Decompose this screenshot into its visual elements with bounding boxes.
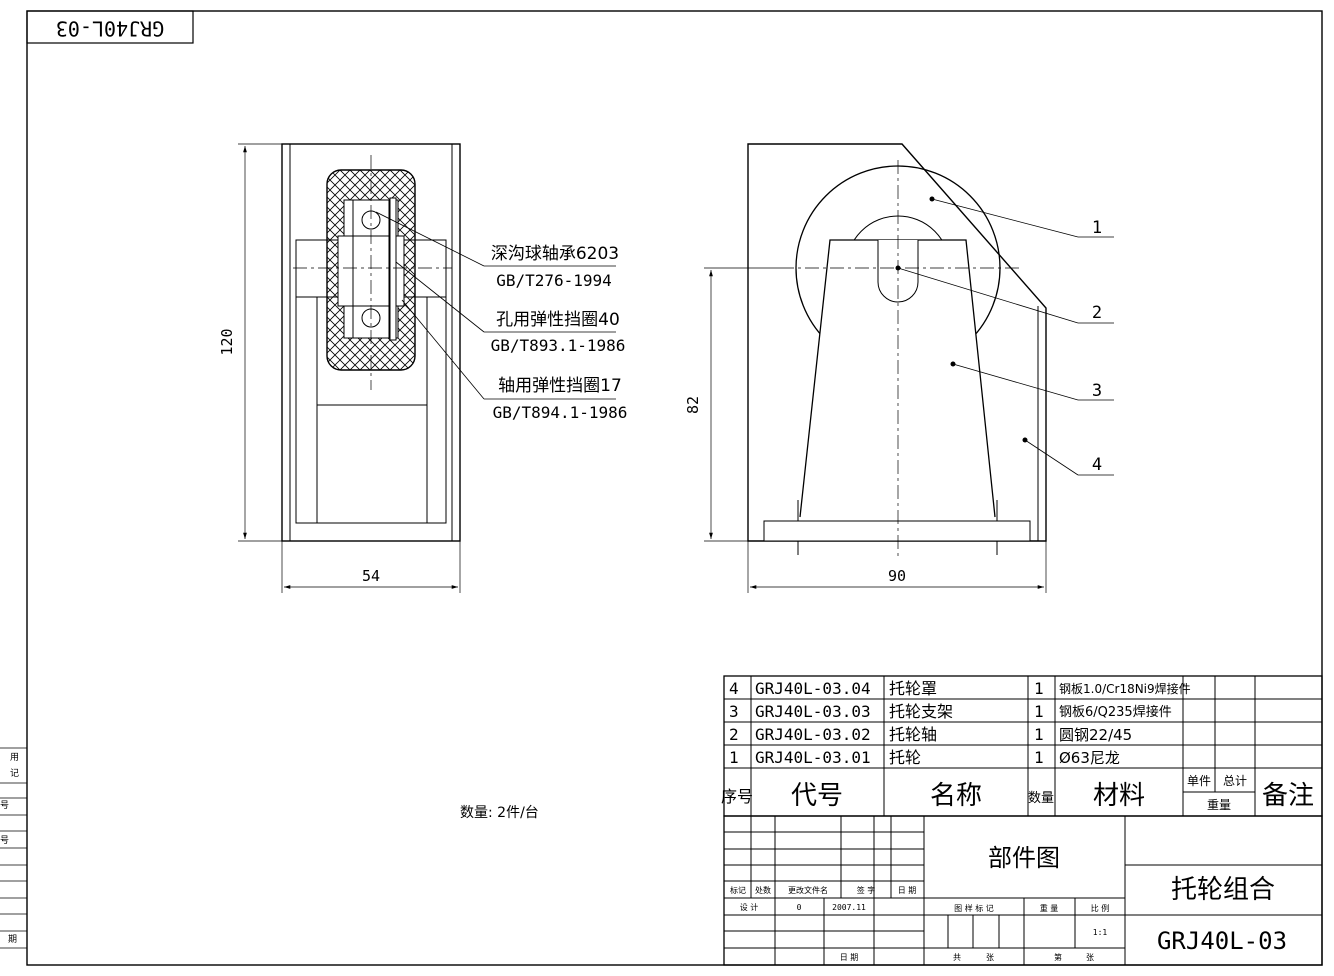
rev-header-doc: 更改文件名: [788, 885, 828, 895]
margin-label: 号: [0, 800, 9, 811]
callout-name: 孔用弹性挡圈40: [496, 310, 620, 330]
dim-front-width: 54: [362, 567, 380, 585]
scale-label: 比 例: [1091, 903, 1110, 913]
callout-standard: GB/T276-1994: [496, 271, 612, 290]
margin-label: 记: [10, 768, 19, 779]
bom-grid: [723, 675, 1323, 817]
bom-rows: 4 GRJ40L-03.04 托轮罩 1 钢板1.0/Cr18Ni9焊接件 3 …: [729, 679, 1191, 767]
scale-value: 1:1: [1093, 928, 1108, 937]
bom-name: 托轮轴: [889, 725, 937, 744]
front-view: [238, 143, 616, 593]
balloon-1: 1: [1092, 218, 1102, 238]
left-margin-strip: [0, 747, 27, 949]
bom-no: 4: [729, 679, 739, 698]
bom-name: 托轮支架: [889, 702, 953, 721]
header-weight: 重量: [1207, 798, 1231, 812]
design-label: 设 计: [740, 902, 759, 912]
bom-qty: 1: [1034, 679, 1044, 698]
date-label: 日 期: [840, 953, 859, 962]
bom-header: 序号 代号 名称 数量 材料 单件 总计 重量 备注: [721, 774, 1314, 812]
dim-side-width: 90: [888, 567, 906, 585]
dim-side-height: 82: [684, 396, 702, 414]
callout-name: 轴用弹性挡圈17: [498, 376, 622, 396]
rev-header-mark: 标记: [730, 885, 746, 895]
bom-name: 托轮: [889, 748, 921, 767]
header-unit-weight: 单件: [1187, 774, 1211, 788]
bom-no: 1: [729, 748, 739, 767]
table-row: 1 GRJ40L-03.01 托轮 1 Ø63尼龙: [729, 748, 1120, 767]
housing-outer: [281, 143, 461, 542]
part-name: 托轮组合: [1171, 875, 1275, 905]
table-row: 3 GRJ40L-03.03 托轮支架 1 钢板6/Q235焊接件: [729, 702, 1172, 721]
category-label: 部件图: [988, 844, 1060, 872]
header-code: 代号: [791, 781, 843, 811]
bom-code: GRJ40L-03.04: [755, 679, 871, 698]
code-stamp: GRJ40L-03: [56, 17, 164, 41]
rev-header-date: 日 期: [898, 886, 917, 895]
drawing-number: GRJ40L-03: [1157, 927, 1287, 955]
bom-code: GRJ40L-03.03: [755, 702, 871, 721]
header-qty: 数量: [1028, 791, 1054, 806]
rev-header-count: 处数: [755, 885, 771, 895]
design-value: 0: [797, 903, 802, 912]
bom-no: 3: [729, 702, 739, 721]
title-block-grid: [723, 815, 1323, 966]
header-name: 名称: [930, 781, 982, 811]
drawing-frame: [26, 10, 1323, 966]
table-row: 2 GRJ40L-03.02 托轮轴 1 圆钢22/45: [729, 725, 1132, 744]
quantity-note: 数量: 2件/台: [460, 805, 539, 821]
balloon-4: 4: [1092, 455, 1102, 475]
header-no: 序号: [721, 787, 753, 806]
sheets-label: 共: [953, 953, 961, 962]
margin-label: 用: [10, 752, 19, 763]
bom-material: 钢板6/Q235焊接件: [1059, 704, 1172, 720]
callout-standard: GB/T894.1-1986: [493, 403, 628, 422]
bom-no: 2: [729, 725, 739, 744]
sheet-unit: 张: [986, 953, 994, 962]
title-block-text: 标记 处数 更改文件名 签 字 日 期 设 计 0 2007.11 日 期 部件…: [730, 844, 1287, 962]
bom-qty: 1: [1034, 725, 1044, 744]
balloon-3: 3: [1092, 381, 1102, 401]
weight-label: 重 量: [1040, 903, 1059, 913]
bom-code: GRJ40L-03.01: [755, 748, 871, 767]
table-row: 4 GRJ40L-03.04 托轮罩 1 钢板1.0/Cr18Ni9焊接件: [729, 679, 1191, 698]
margin-label: 期: [8, 934, 17, 945]
design-date: 2007.11: [832, 903, 866, 912]
margin-label: 号: [0, 835, 9, 846]
bom-material: Ø63尼龙: [1059, 749, 1120, 767]
bom-name: 托轮罩: [889, 679, 937, 698]
bom-material: 钢板1.0/Cr18Ni9焊接件: [1059, 681, 1191, 696]
callout-list: 深沟球轴承6203 GB/T276-1994 孔用弹性挡圈40 GB/T893.…: [491, 244, 628, 422]
callout-name: 深沟球轴承6203: [491, 244, 619, 264]
bom-qty: 1: [1034, 748, 1044, 767]
header-material: 材料: [1093, 781, 1145, 811]
balloon-2: 2: [1092, 303, 1102, 323]
sheet-no-unit: 张: [1086, 953, 1094, 962]
sheet-no-label: 第: [1054, 952, 1062, 962]
header-total-weight: 总计: [1223, 774, 1247, 788]
callout-standard: GB/T893.1-1986: [491, 336, 626, 355]
side-view: [704, 143, 1114, 593]
bom-qty: 1: [1034, 702, 1044, 721]
dim-front-height: 120: [218, 328, 236, 355]
stage-label: 图 样 标 记: [954, 903, 994, 913]
rev-header-sign: 签 字: [857, 885, 876, 895]
base-plate: [763, 520, 1031, 542]
header-remark: 备注: [1262, 781, 1314, 811]
bom-material: 圆钢22/45: [1059, 726, 1132, 744]
bom-code: GRJ40L-03.02: [755, 725, 871, 744]
